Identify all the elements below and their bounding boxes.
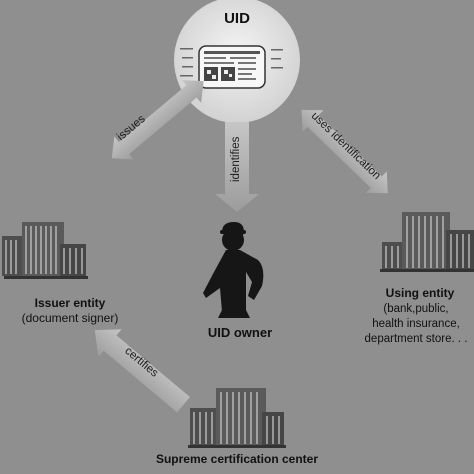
person-silhouette-icon <box>203 222 264 318</box>
using-entity-line: department store. . . <box>364 333 468 345</box>
issuer-entity-label: Issuer entity <box>34 296 106 310</box>
uses-identification-arrow <box>301 109 388 194</box>
using-entity-line: health insurance, <box>372 318 460 330</box>
card-side-lines <box>180 48 283 77</box>
issues-arrow <box>111 79 204 160</box>
identifies-label: identifies <box>230 136 242 182</box>
uid-title: UID <box>224 10 250 27</box>
identifies-arrow <box>215 122 259 212</box>
using-entity-line: (bank,public, <box>383 303 449 315</box>
certifies-arrow <box>94 329 190 413</box>
supreme-building-icon <box>188 388 286 448</box>
id-card-icon <box>198 45 266 89</box>
supreme-certification-center-label: Supreme certification center <box>155 452 319 466</box>
issuer-building-icon <box>2 222 88 279</box>
issuer-entity-subtitle: (document signer) <box>21 311 119 325</box>
uid-owner-label: UID owner <box>207 325 273 340</box>
using-entity-label: Using entity <box>385 286 455 300</box>
using-entity-description: (bank,public, health insurance, departme… <box>360 302 472 347</box>
using-building-icon <box>380 212 474 272</box>
